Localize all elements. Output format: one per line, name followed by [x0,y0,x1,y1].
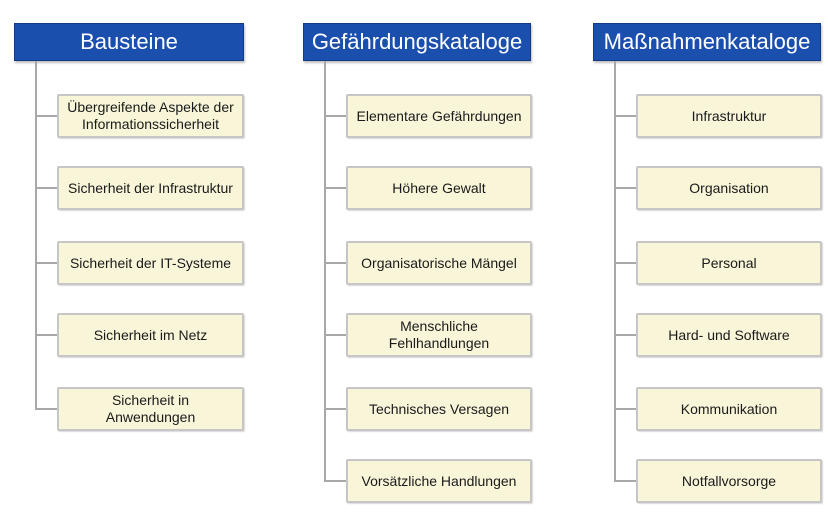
connector-branch [614,115,636,117]
connector-branch [35,334,57,336]
connector-trunk [35,61,37,410]
connector-branch [35,115,57,117]
column-header: Bausteine [14,23,244,61]
catalog-item: Sicherheit in Anwendungen [57,387,244,431]
connector-branch [35,262,57,264]
catalog-item: Übergreifende Aspekte der Informationssi… [57,94,244,138]
connector-branch [614,262,636,264]
catalog-item: Sicherheit im Netz [57,313,244,357]
catalog-item: Vorsätzliche Handlungen [346,459,532,503]
catalog-item: Hard- und Software [636,313,822,357]
connector-branch [614,187,636,189]
connector-branch [324,334,346,336]
connector-branch [324,480,346,482]
connector-branch [324,115,346,117]
catalog-item: Organisation [636,166,822,210]
column-header: Gefährdungskataloge [303,23,531,61]
catalog-item: Elementare Gefährdungen [346,94,532,138]
catalog-item: Sicherheit der IT-Systeme [57,241,244,285]
catalog-item: Organisatorische Mängel [346,241,532,285]
connector-trunk [614,61,616,482]
catalog-item: Infrastruktur [636,94,822,138]
connector-branch [35,187,57,189]
connector-branch [614,480,636,482]
catalog-item: Notfallvorsorge [636,459,822,503]
catalog-item: Personal [636,241,822,285]
connector-branch [324,187,346,189]
catalog-item: Sicherheit der Infrastruktur [57,166,244,210]
catalog-item: Technisches Versagen [346,387,532,431]
connector-branch [614,334,636,336]
connector-branch [324,408,346,410]
column-header: Maßnahmenkataloge [593,23,821,61]
catalog-item: Kommunikation [636,387,822,431]
connector-branch [614,408,636,410]
connector-trunk [324,61,326,482]
catalog-item: Höhere Gewalt [346,166,532,210]
connector-branch [324,262,346,264]
connector-branch [35,408,57,410]
catalog-item: Menschliche Fehlhandlungen [346,313,532,357]
